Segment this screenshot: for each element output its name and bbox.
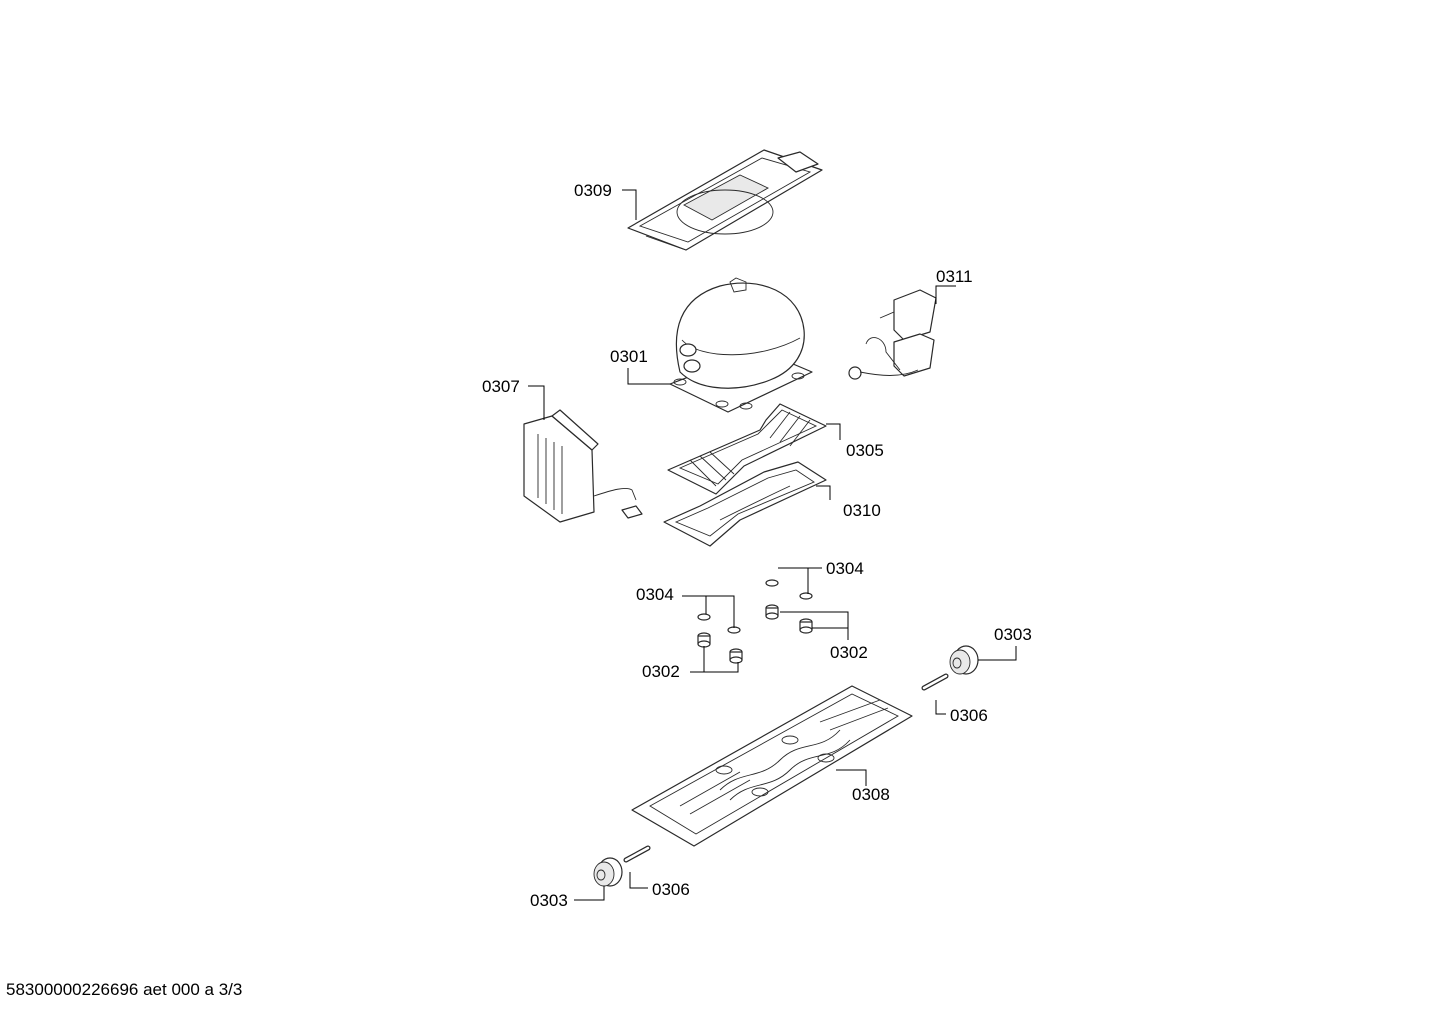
- callout-0303-right: 0303: [994, 625, 1032, 644]
- part-0309-cover-tray[interactable]: [627, 149, 823, 251]
- document-code: 58300000226696 aet 000 a 3/3: [6, 980, 243, 999]
- part-0311-starter-relay[interactable]: [848, 289, 937, 380]
- part-0302-grommets-right[interactable]: [765, 604, 813, 634]
- callout-0310: 0310: [843, 501, 881, 520]
- callout-0304-right: 0304: [826, 559, 864, 578]
- part-0306-axle-left[interactable]: [623, 845, 651, 863]
- part-0301-compressor[interactable]: [669, 277, 813, 413]
- part-0308-base-plate[interactable]: [631, 685, 913, 847]
- part-0304-washers-right[interactable]: [765, 579, 813, 600]
- callout-0306-left: 0306: [652, 880, 690, 899]
- leader-lines: [528, 189, 1017, 901]
- callout-0309: 0309: [574, 181, 612, 200]
- callout-0301: 0301: [610, 347, 648, 366]
- callout-0302-right: 0302: [830, 643, 868, 662]
- callout-0308: 0308: [852, 785, 890, 804]
- callout-0302-left: 0302: [642, 662, 680, 681]
- part-0303-wheel-right[interactable]: [949, 645, 979, 675]
- callout-0311: 0311: [936, 267, 973, 286]
- callout-labels: 0309 0311 0301 0307 0305 0310 0304 0304 …: [482, 181, 1032, 910]
- part-0305-grid-mat[interactable]: [667, 403, 827, 495]
- callout-0307: 0307: [482, 377, 520, 396]
- part-0310-base-tray[interactable]: [663, 461, 827, 547]
- callout-0304-left: 0304: [636, 585, 674, 604]
- part-0302-grommets-left[interactable]: [697, 632, 743, 664]
- part-0304-washers-left[interactable]: [697, 613, 741, 634]
- callout-0306-right: 0306: [950, 706, 988, 725]
- part-0306-axle-right[interactable]: [921, 673, 949, 691]
- part-0303-wheel-left[interactable]: [593, 857, 623, 887]
- callout-0305: 0305: [846, 441, 884, 460]
- part-0307-condenser-box[interactable]: [523, 409, 643, 523]
- callout-0303-left: 0303: [530, 891, 568, 910]
